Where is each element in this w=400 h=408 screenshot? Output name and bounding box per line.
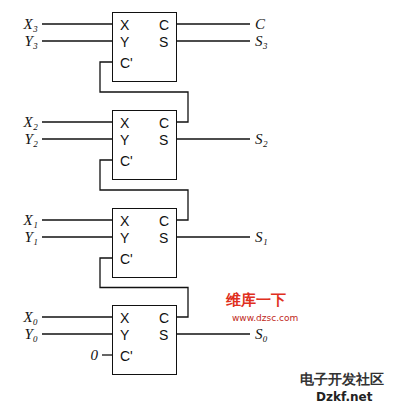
- pin-name: X: [120, 310, 129, 326]
- signal-name: Y₂: [24, 131, 38, 148]
- pin-name: Y: [120, 132, 129, 148]
- pin-name: X: [120, 17, 129, 33]
- pin-name: X: [120, 115, 129, 131]
- pin-name: C: [159, 115, 169, 131]
- signal-name: S₂: [255, 131, 268, 148]
- full-adder-box: X C Y S C': [112, 12, 177, 82]
- pin-name: C: [159, 17, 169, 33]
- pin-name: Y: [120, 34, 129, 50]
- x-input-wire: [42, 316, 112, 317]
- pin-name: C: [159, 213, 169, 229]
- y-input-wire: [42, 40, 112, 41]
- pin-name: S: [159, 327, 168, 343]
- full-adder-box: X C Y S C': [112, 305, 177, 375]
- signal-name: X₀: [24, 309, 38, 326]
- sum-output-wire: [177, 236, 250, 237]
- signal-name: S₁: [255, 229, 268, 246]
- y-input-wire: [42, 236, 112, 237]
- watermark: 电子开发社区: [300, 371, 384, 387]
- pin-name: C': [120, 153, 133, 169]
- carry-output-wire: [177, 23, 250, 24]
- signal-name: C: [255, 16, 265, 33]
- pin-name: C': [120, 348, 133, 364]
- pin-name: C: [159, 310, 169, 326]
- sum-output-wire: [177, 333, 250, 334]
- pin-name: S: [159, 132, 168, 148]
- x-input-wire: [42, 121, 112, 122]
- pin-name: Y: [120, 230, 129, 246]
- signal-name: Y₁: [24, 229, 38, 246]
- pin-name: C': [120, 55, 133, 71]
- x-input-wire: [42, 23, 112, 24]
- y-input-wire: [42, 333, 112, 334]
- full-adder-box: X C Y S C': [112, 208, 177, 278]
- signal-name: Y₀: [24, 326, 38, 343]
- watermark: 维库一下: [226, 292, 286, 309]
- x-input-wire: [42, 219, 112, 220]
- signal-name: X₁: [24, 212, 38, 229]
- signal-name: X₃: [24, 16, 38, 33]
- watermark: www.dzsc.com: [232, 313, 298, 324]
- signal-name: X₂: [24, 114, 38, 131]
- sum-output-wire: [177, 138, 250, 139]
- signal-name: Y₃: [24, 33, 38, 50]
- y-input-wire: [42, 138, 112, 139]
- watermark: Dzkf.net: [316, 390, 372, 404]
- signal-name: S₃: [255, 33, 268, 50]
- pin-name: S: [159, 34, 168, 50]
- pin-name: S: [159, 230, 168, 246]
- signal-name: 0: [91, 347, 99, 364]
- pin-name: X: [120, 213, 129, 229]
- carry-input-wire: [102, 354, 112, 355]
- pin-name: Y: [120, 327, 129, 343]
- pin-name: C': [120, 251, 133, 267]
- sum-output-wire: [177, 40, 250, 41]
- signal-name: S₀: [255, 326, 268, 343]
- full-adder-box: X C Y S C': [112, 110, 177, 180]
